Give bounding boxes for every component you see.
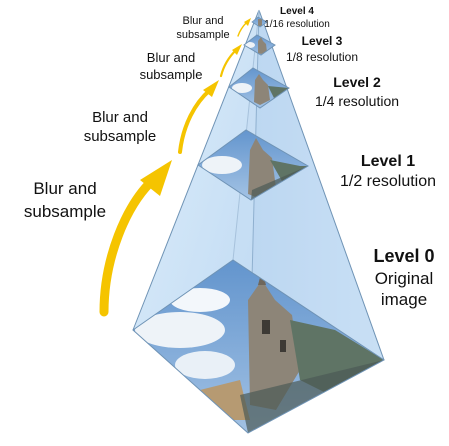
level-4-label: Level 4 1/16 resolution [264,6,330,30]
arrow-label-3-line2: subsample [176,29,229,41]
level-0-label: Level 0 Original image [373,246,434,309]
arrow-label-0-line2: subsample [24,202,106,221]
arrow-label-3: Blur and subsample [176,15,229,41]
level-3-title: Level 3 [302,34,343,48]
pyramid-edge-right [258,9,385,361]
arrowhead-1 [203,80,219,97]
level-2-line1: 1/4 resolution [315,93,399,109]
arrowhead-0 [140,160,172,196]
arrow-level0-to-level1 [99,173,160,317]
level-2-title: Level 2 [333,74,381,90]
level-0-line2: image [381,290,427,309]
level-1-label: Level 1 1/2 resolution [340,153,436,190]
arrow-label-2: Blur and subsample [140,50,203,82]
arrow-level2-to-level3 [219,48,238,78]
arrow-label-3-line1: Blur and [183,15,224,27]
level-0-title: Level 0 [373,246,434,266]
arrow-label-2-line2: subsample [140,67,203,82]
level-1-title: Level 1 [361,153,415,170]
arrowhead-2 [232,44,242,55]
level-0-line1: Original [375,269,434,288]
arrow-level3-to-level4 [237,21,248,37]
pyramid-edge-left [132,9,260,331]
arrow-label-1: Blur and subsample [84,109,157,145]
arrow-label-2-line1: Blur and [147,50,195,65]
arrow-label-1-line1: Blur and [92,109,148,126]
arrow-label-0-line1: Blur and [33,179,96,198]
level-3-label: Level 3 1/8 resolution [286,34,358,64]
blur-subsample-arrowheads [140,18,251,196]
level-2-label: Level 2 1/4 resolution [315,74,399,109]
level-3-line1: 1/8 resolution [286,50,358,64]
arrow-label-1-line2: subsample [84,128,157,145]
level-4-line1: 1/16 resolution [264,19,330,30]
level-4-title: Level 4 [280,6,314,17]
arrowhead-3 [244,18,251,26]
arrow-level1-to-level2 [178,88,212,154]
level-4-image [252,17,267,27]
level-1-line1: 1/2 resolution [340,173,436,190]
arrow-label-0: Blur and subsample [24,179,106,221]
